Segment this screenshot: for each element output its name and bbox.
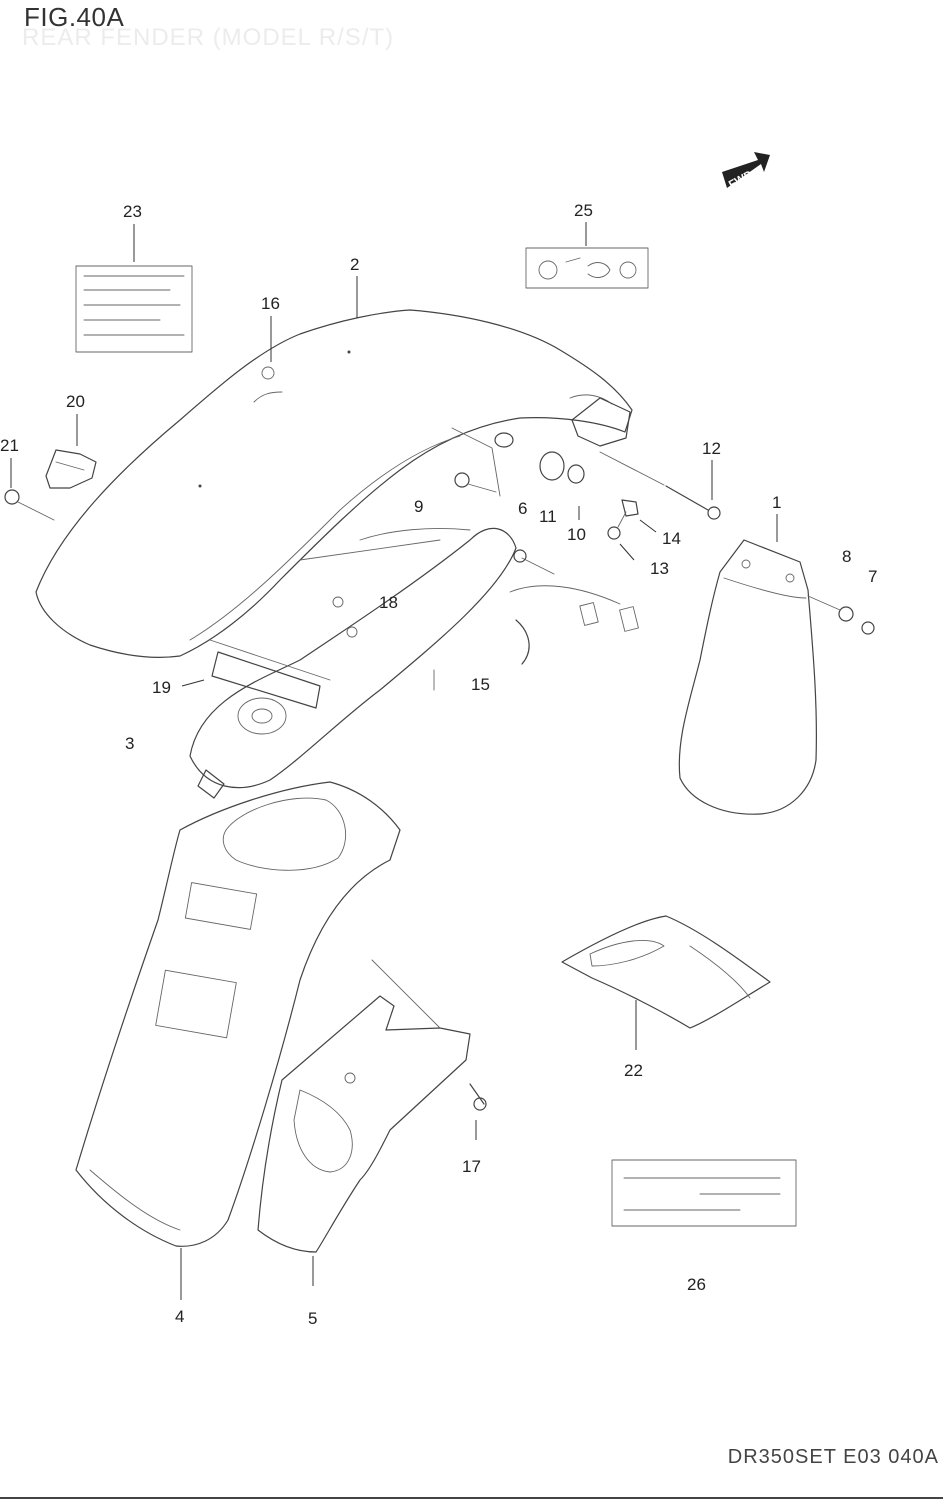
- part-16-clip: [253, 316, 283, 403]
- bottom-border: [0, 1497, 943, 1499]
- part-22-pad: [561, 915, 771, 1050]
- callout-labels: 1 2 3 4 5 6 7 8 9 10 11 12 13 14 15 16 1…: [0, 201, 877, 1328]
- part-19-clamp: [181, 651, 321, 709]
- part-13-screw: [607, 511, 635, 561]
- callout-20: 20: [66, 392, 85, 411]
- figure-title: FIG.40A: [24, 2, 125, 32]
- part-17-bolt: [469, 1083, 487, 1140]
- callout-10: 10: [567, 525, 586, 544]
- callout-19: 19: [152, 678, 171, 697]
- callout-6: 6: [518, 499, 527, 518]
- part-3-seal: [197, 697, 287, 799]
- callout-2: 2: [350, 255, 359, 274]
- callout-18: 18: [379, 593, 398, 612]
- forward-arrow-icon: FWD: [722, 152, 770, 191]
- part-2-rear-fender: [35, 276, 633, 658]
- callout-17: 17: [462, 1157, 481, 1176]
- callout-5: 5: [308, 1309, 317, 1328]
- callout-4: 4: [175, 1307, 184, 1326]
- callout-11: 11: [539, 507, 557, 526]
- callout-21: 21: [0, 436, 19, 455]
- callout-8: 8: [842, 547, 851, 566]
- part-1-mud-flap: [678, 514, 817, 815]
- callout-3: 3: [125, 734, 134, 753]
- callout-25: 25: [574, 201, 593, 220]
- callout-15: 15: [471, 675, 490, 694]
- callout-26: 26: [687, 1275, 706, 1294]
- callout-23: 23: [123, 202, 142, 221]
- callout-13: 13: [650, 559, 669, 578]
- callout-7: 7: [868, 567, 877, 586]
- callout-16: 16: [261, 294, 280, 313]
- part-14-nut: [621, 499, 657, 533]
- part-8-7-bolt: [807, 595, 875, 635]
- part-15-screw: [433, 549, 555, 691]
- part-20-bracket: [45, 414, 97, 489]
- part-12-bolt: [599, 451, 721, 520]
- part-9-bolt: [451, 427, 501, 497]
- part-4-inner-fender: [75, 781, 401, 1300]
- part-21-screw: [4, 458, 55, 521]
- part-fender-mount-bracket: [571, 397, 631, 520]
- part-26-label: [611, 1159, 797, 1227]
- part-25-label: [525, 222, 649, 289]
- part-6-collar: [494, 432, 585, 484]
- part-18-brace: [189, 527, 639, 789]
- callout-22: 22: [624, 1061, 643, 1080]
- callout-9: 9: [414, 497, 423, 516]
- callout-14: 14: [662, 529, 681, 548]
- figure-subtitle: REAR FENDER (MODEL R/S/T): [22, 24, 395, 51]
- callout-12: 12: [702, 439, 721, 458]
- part-5-license-bracket: [257, 959, 471, 1286]
- part-23-label-sticker: [75, 224, 193, 353]
- callout-1: 1: [772, 493, 781, 512]
- diagram-code: DR350SET E03 040A: [727, 1446, 939, 1468]
